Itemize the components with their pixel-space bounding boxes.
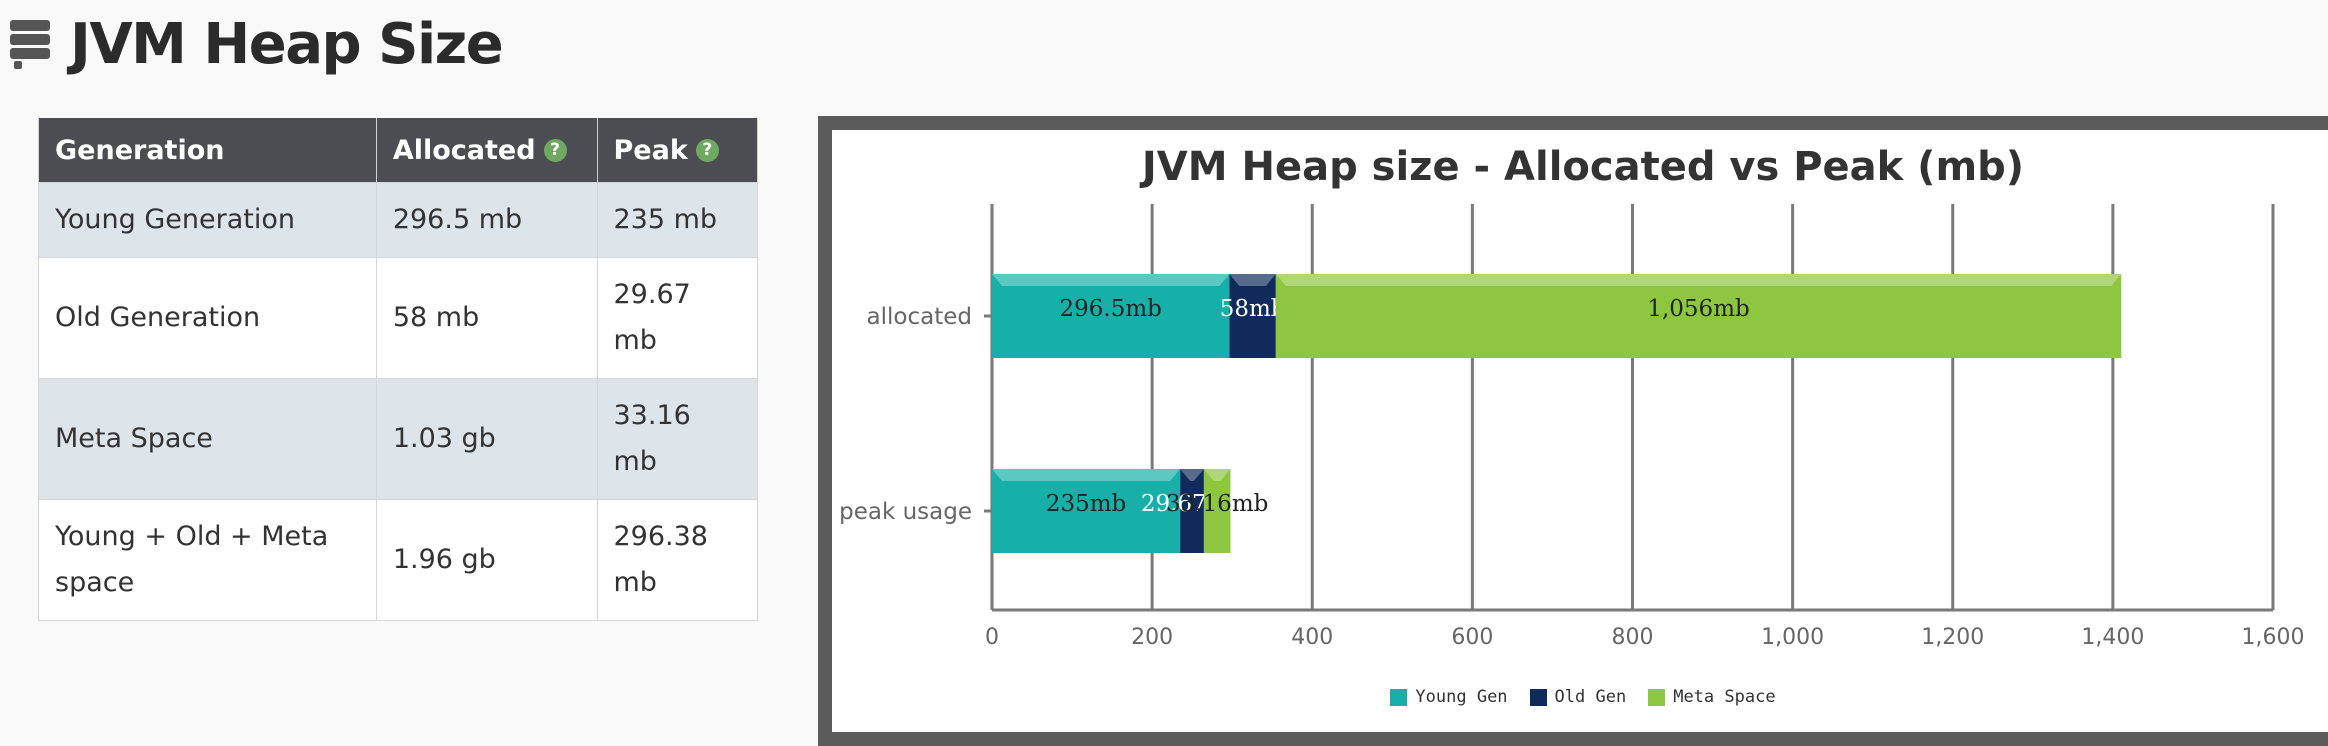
bar-segment-highlight <box>1203 469 1231 481</box>
x-tick-label: 1,200 <box>1921 625 1984 650</box>
legend-item-meta-space[interactable]: Meta Space <box>1648 687 1776 707</box>
x-tick-label: 1,000 <box>1761 625 1824 650</box>
bar-segment-highlight <box>992 469 1181 481</box>
x-tick-label: 1,400 <box>2081 625 2144 650</box>
category-label: peak usage <box>839 499 972 525</box>
help-icon[interactable]: ? <box>695 138 719 162</box>
peak-cell: 29.67 mb <box>596 257 758 379</box>
bar-segment-highlight <box>1229 274 1276 286</box>
bar-segment-highlight <box>992 274 1230 286</box>
page-title: JVM Heap Size <box>70 11 504 77</box>
bar-segment <box>1229 274 1276 358</box>
allocated-cell: 296.5 mb <box>375 182 598 258</box>
chart-legend: Young Gen Old Gen Meta Space <box>832 687 2328 707</box>
generation-cell: Old Generation <box>38 257 377 379</box>
table-row: Meta Space 1.03 gb 33.16 mb <box>38 378 758 500</box>
generation-cell: Young + Old + Meta space <box>38 499 377 621</box>
column-header-allocated: Allocated ? <box>375 118 598 183</box>
legend-swatch <box>1648 688 1666 706</box>
help-icon[interactable]: ? <box>543 138 567 162</box>
heap-chart: 0 200 400 600 800 1,000 1,200 1,400 1,600 allocat… <box>839 204 2305 650</box>
heap-size-table: Generation Allocated ? Peak ? Young Gene… <box>38 118 758 621</box>
peak-cell: 33.16 mb <box>596 378 758 500</box>
peak-cell: 235 mb <box>596 182 758 258</box>
legend-swatch <box>1390 688 1408 706</box>
bar-segment <box>992 469 1181 553</box>
bar-segment-highlight <box>1275 274 2122 286</box>
table-row: Old Generation 58 mb 29.67 mb <box>38 257 758 379</box>
x-tick-label: 200 <box>1131 625 1173 650</box>
x-tick-label: 400 <box>1291 625 1333 650</box>
data-label: 1,056mb <box>1647 296 1749 322</box>
legend-label: Old Gen <box>1554 687 1627 707</box>
column-header-generation: Generation <box>38 118 377 183</box>
heap-chart-panel: 0 200 400 600 800 1,000 1,200 1,400 1,600 allocat… <box>818 116 2328 746</box>
bar-segment <box>1275 274 2122 358</box>
bar-segment <box>1203 469 1231 553</box>
x-tick-label: 0 <box>985 625 999 650</box>
allocated-cell: 1.03 gb <box>375 378 598 500</box>
table-header-row: Generation Allocated ? Peak ? <box>38 118 758 183</box>
allocated-cell: 58 mb <box>375 257 598 379</box>
legend-label: Meta Space <box>1673 687 1776 707</box>
table-row: Young Generation 296.5 mb 235 mb <box>38 182 758 258</box>
x-tick-label: 800 <box>1612 625 1654 650</box>
data-label: 58mb <box>1220 296 1286 322</box>
allocated-cell: 1.96 gb <box>375 499 598 621</box>
bar-segment <box>992 274 1230 358</box>
legend-swatch <box>1529 688 1547 706</box>
legend-label: Young Gen <box>1415 687 1508 707</box>
server-stack-icon <box>10 20 50 69</box>
bar-segment-highlight <box>1180 469 1204 481</box>
category-label: allocated <box>867 304 972 330</box>
chart-title: JVM Heap size - Allocated vs Peak (mb) <box>1141 144 2025 190</box>
x-tick-label: 1,600 <box>2242 625 2305 650</box>
table-row: Young + Old + Meta space 1.96 gb 296.38 … <box>38 499 758 621</box>
data-label: 33.16mb <box>1166 491 1268 517</box>
bar-segment <box>1180 469 1204 553</box>
page-header: JVM Heap Size <box>8 10 504 78</box>
data-label: 296.5mb <box>1059 296 1161 322</box>
x-tick-label: 600 <box>1451 625 1493 650</box>
generation-cell: Meta Space <box>38 378 377 500</box>
legend-item-young-gen[interactable]: Young Gen <box>1390 687 1508 707</box>
generation-cell: Young Generation <box>38 182 377 258</box>
legend-item-old-gen[interactable]: Old Gen <box>1529 687 1627 707</box>
column-header-peak: Peak ? <box>596 118 758 183</box>
data-label: 235mb <box>1046 491 1126 517</box>
peak-cell: 296.38 mb <box>596 499 758 621</box>
